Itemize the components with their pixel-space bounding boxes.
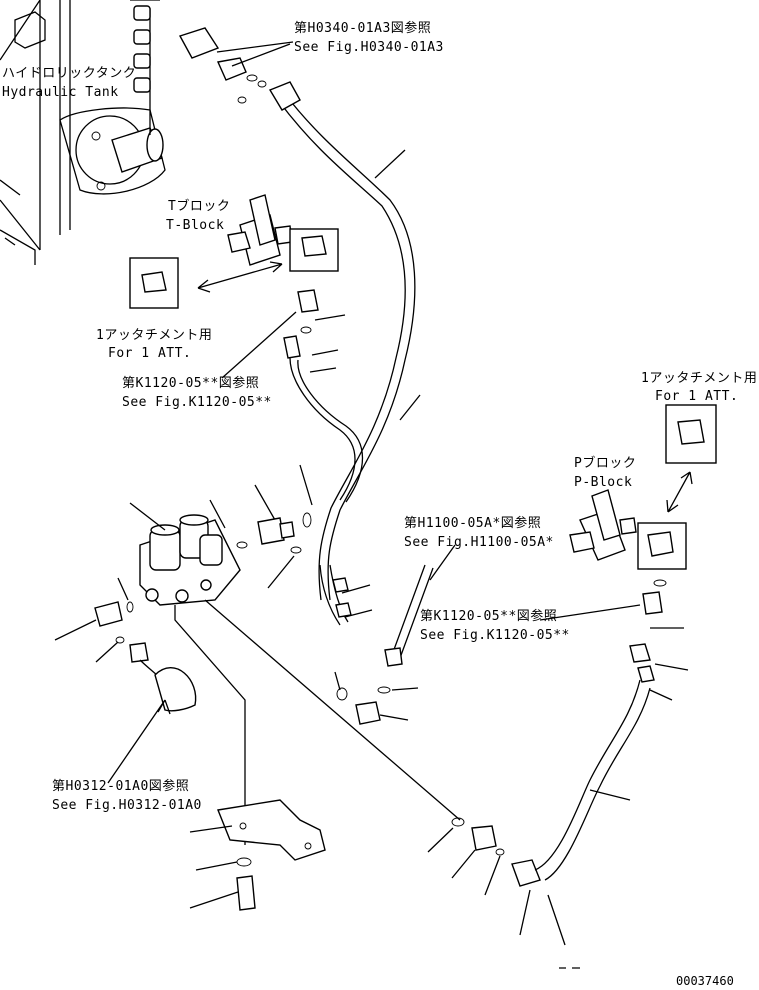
hydraulic-tank-en: Hydraulic Tank — [2, 85, 119, 100]
t-block-fittings — [283, 289, 421, 503]
h1100-hose — [384, 544, 456, 667]
control-valve — [129, 464, 461, 845]
ref-h0340-en: See Fig.H0340-01A3 — [294, 40, 444, 55]
t-block — [227, 194, 339, 272]
ref-h0312-jp: 第H0312-01A0図参照 — [52, 778, 189, 794]
top-fitting-group — [178, 27, 294, 104]
ref-k1120-right-en: See Fig.K1120-05** — [420, 628, 570, 643]
bracket — [189, 799, 326, 911]
ref-h0340-jp: 第H0340-01A3図参照 — [294, 20, 431, 36]
leader-k1120-left — [221, 311, 297, 379]
covered-hose — [107, 642, 197, 784]
p-block — [539, 489, 687, 621]
center-hose — [319, 564, 419, 725]
ref-k1120-right-jp: 第K1120-05**図参照 — [420, 608, 557, 624]
figure-number: 00037460 — [676, 974, 734, 988]
left-att-detail — [129, 257, 283, 309]
hydraulic-tank — [0, 0, 166, 265]
t-block-jp: Tブロック — [168, 198, 230, 214]
for-1att-left-en: For 1 ATT. — [108, 346, 191, 361]
ref-k1120-left-en: See Fig.K1120-05** — [122, 395, 272, 410]
lower-right-hose — [427, 627, 689, 969]
main-hose — [268, 81, 416, 601]
p-block-en: P-Block — [574, 475, 632, 490]
for-1att-right-jp: 1アッタチメント用 — [641, 371, 757, 386]
p-block-jp: Pブロック — [574, 455, 636, 471]
ref-h1100-en: See Fig.H1100-05A* — [404, 535, 554, 550]
ref-k1120-left-jp: 第K1120-05**図参照 — [122, 375, 259, 391]
ref-h0312-en: See Fig.H0312-01A0 — [52, 798, 202, 813]
ref-h1100-jp: 第H1100-05A*図参照 — [404, 515, 541, 531]
valve-fittings — [236, 512, 312, 589]
for-1att-right-en: For 1 ATT. — [655, 389, 738, 404]
t-block-en: T-Block — [166, 218, 224, 233]
left-fittings — [54, 577, 134, 663]
callout-labels: 第H0340-01A3図参照 See Fig.H0340-01A3 ハイドロリッ… — [2, 20, 757, 988]
for-1att-left-jp: 1アッタチメント用 — [96, 328, 212, 343]
hydraulic-tank-jp: ハイドロリックタンク — [2, 66, 136, 81]
right-att-detail — [665, 404, 717, 513]
